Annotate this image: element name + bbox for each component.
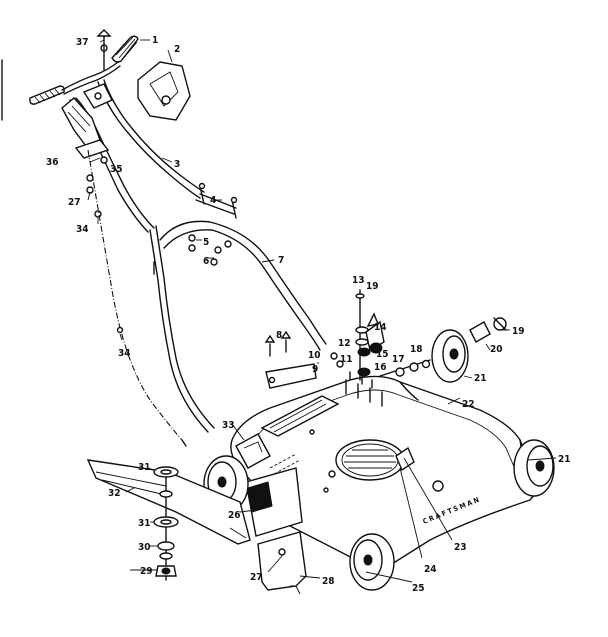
callout-35: 35 [110, 164, 123, 175]
callout-17: 17 [392, 354, 405, 365]
callout-19-wheel: 19 [512, 326, 525, 337]
callout-28: 28 [322, 576, 335, 587]
callout-5: 5 [203, 237, 209, 248]
handle-assembly [29, 29, 327, 433]
callout-1: 1 [152, 35, 158, 46]
callout-27-handle: 27 [68, 197, 81, 208]
callout-37: 37 [76, 37, 89, 48]
callout-7: 7 [278, 255, 284, 266]
callout-21-front: 21 [558, 454, 571, 465]
control-housing-part-2 [137, 61, 191, 121]
callout-labels: 1 2 3 4 5 6 7 8 9 10 11 12 13 14 15 16 1… [46, 35, 571, 594]
callout-24: 24 [424, 564, 437, 575]
callout-20: 20 [490, 344, 503, 355]
callout-2: 2 [174, 44, 180, 55]
callout-32: 32 [108, 488, 121, 499]
wheel-rear-right-exploded [379, 317, 507, 383]
blade-assembly [86, 459, 251, 581]
callout-18: 18 [410, 344, 423, 355]
callout-10: 10 [308, 350, 321, 361]
callout-25: 25 [412, 583, 425, 594]
callout-15: 15 [376, 349, 389, 360]
wheel-front-right [513, 439, 555, 497]
leader-lines [87, 39, 557, 583]
callout-34-lower: 34 [118, 348, 131, 359]
callout-14: 14 [374, 322, 387, 333]
callout-33: 33 [222, 420, 235, 431]
callout-29: 29 [140, 566, 153, 577]
callout-23: 23 [454, 542, 467, 553]
callout-36: 36 [46, 157, 59, 168]
control-cable [87, 149, 187, 447]
callout-21-rear: 21 [474, 373, 487, 384]
callout-16: 16 [374, 362, 387, 373]
callout-13: 13 [352, 275, 365, 286]
callout-31-lower: 31 [138, 518, 151, 529]
callout-11: 11 [340, 354, 353, 365]
callout-19-adjuster: 19 [366, 281, 379, 292]
callout-22: 22 [462, 399, 475, 410]
callout-27-chute: 27 [250, 572, 263, 583]
callout-30: 30 [138, 542, 151, 553]
callout-3: 3 [174, 159, 180, 170]
height-adjuster-assembly [264, 289, 385, 389]
callout-4: 4 [210, 195, 216, 206]
callout-31-upper: 31 [138, 462, 151, 473]
callout-26: 26 [228, 510, 241, 521]
callout-6: 6 [203, 256, 209, 267]
callout-12: 12 [338, 338, 351, 349]
callout-34-upper: 34 [76, 224, 89, 235]
callout-9: 9 [312, 364, 318, 375]
wheel-rear-left [349, 533, 395, 591]
discharge-chute [245, 467, 307, 595]
callout-8: 8 [276, 330, 282, 341]
